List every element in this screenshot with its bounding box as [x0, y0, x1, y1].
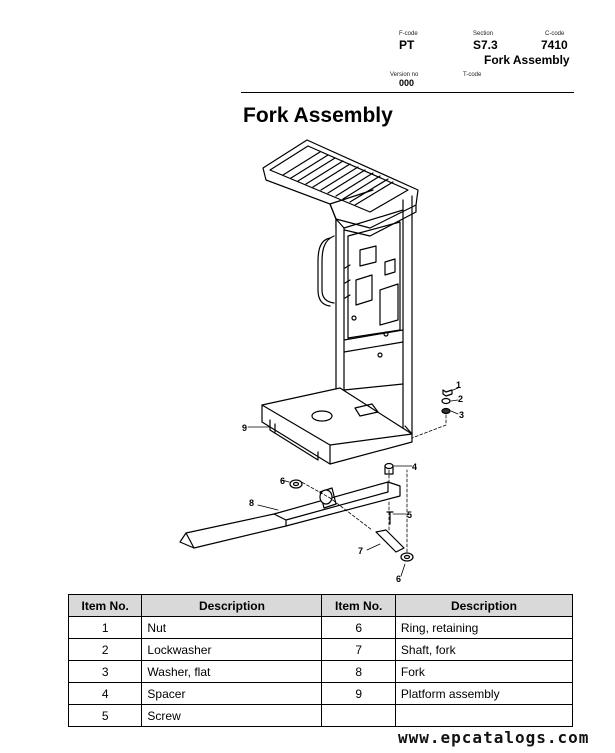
fork-assembly-drawing: 1 2 3 4 5 6 6 7 8 9: [179, 139, 464, 584]
item-description: Shaft, fork: [394, 638, 574, 661]
item-no: [321, 704, 396, 727]
leader-lines: [297, 414, 447, 553]
platform: [261, 387, 413, 465]
tcode-label: T-code: [463, 72, 482, 78]
item-no: 9: [321, 682, 396, 705]
item-no: 8: [321, 660, 396, 683]
callout-2: 2: [458, 394, 463, 404]
fork: [179, 481, 401, 549]
item-no: 5: [67, 704, 143, 727]
item-description: Platform assembly: [394, 682, 574, 705]
col-item-no: Item No.: [67, 594, 143, 617]
callout-7: 7: [358, 546, 363, 556]
table-row: 2 Lockwasher 7 Shaft, fork: [67, 638, 574, 661]
item-description: Spacer: [141, 682, 323, 705]
version-value: 000: [399, 78, 415, 88]
header-subtitle: Fork Assembly: [484, 53, 570, 67]
callout-5: 5: [407, 510, 412, 520]
callout-1: 1: [456, 380, 461, 390]
item-no: 7: [321, 638, 396, 661]
callout-9: 9: [242, 423, 247, 433]
watermark-link[interactable]: www.epcatalogs.com: [398, 728, 590, 747]
callout-3: 3: [459, 410, 464, 420]
page-title: Fork Assembly: [243, 104, 393, 127]
item-description: Fork: [394, 660, 574, 683]
col-description: Description: [141, 594, 323, 617]
callout-6a: 6: [280, 476, 285, 486]
item-description: [394, 704, 574, 727]
item-no: 1: [67, 616, 143, 639]
fcode-value: PT: [399, 38, 415, 52]
section-label: Section: [473, 31, 494, 37]
parts-table: Item No. Description Item No. Descriptio…: [67, 594, 574, 727]
item-no: 3: [67, 660, 143, 683]
item-description: Screw: [141, 704, 323, 727]
section-value: S7.3: [473, 38, 498, 52]
hardware: [289, 389, 453, 562]
item-description: Washer, flat: [141, 660, 323, 683]
item-no: 2: [67, 638, 143, 661]
item-description: Ring, retaining: [394, 616, 574, 639]
col-item-no-2: Item No.: [321, 594, 396, 617]
table-row: 5 Screw: [67, 704, 574, 727]
callout-8: 8: [249, 498, 254, 508]
item-description: Nut: [141, 616, 323, 639]
ccode-label: C-code: [545, 31, 565, 37]
col-description-2: Description: [394, 594, 574, 617]
top-rack: [262, 139, 419, 237]
table-row: 4 Spacer 9 Platform assembly: [67, 682, 574, 705]
table-row: 1 Nut 6 Ring, retaining: [67, 616, 574, 639]
callout-4: 4: [412, 462, 417, 472]
callout-lines: [247, 387, 459, 577]
version-label: Version no: [390, 72, 419, 78]
item-no: 6: [321, 616, 396, 639]
table-header-row: Item No. Description Item No. Descriptio…: [67, 594, 574, 617]
table-row: 3 Washer, flat 8 Fork: [67, 660, 574, 683]
ccode-value: 7410: [541, 38, 568, 52]
header-rule: [241, 92, 574, 93]
item-description: Lockwasher: [141, 638, 323, 661]
callout-6b: 6: [396, 574, 401, 584]
item-no: 4: [67, 682, 143, 705]
fcode-label: F-code: [399, 31, 418, 37]
